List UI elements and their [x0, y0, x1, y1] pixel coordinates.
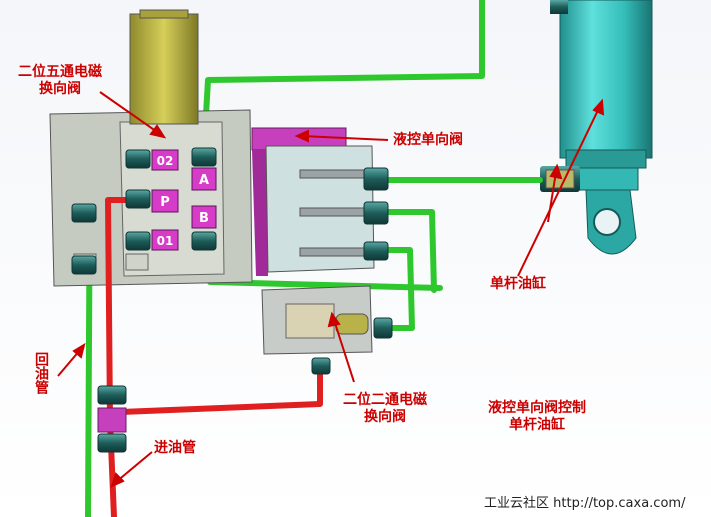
label-pilot-check-valve: 液控单向阀	[393, 132, 463, 148]
label-2way-valve: 二位二通电磁 换向阀	[343, 392, 427, 425]
pipe-fittings	[71, 147, 393, 453]
svg-text:02: 02	[157, 154, 174, 168]
label-return-pipe: 回油管	[33, 352, 49, 394]
svg-text:01: 01	[157, 234, 174, 248]
port-marker-02: 02	[151, 149, 179, 171]
svg-text:P: P	[160, 195, 170, 210]
caption: 液控单向阀控制 单杆油缸	[488, 400, 586, 433]
svg-text:A: A	[199, 173, 209, 188]
port-marker-A: A	[191, 167, 217, 191]
label-inlet-pipe: 进油管	[154, 440, 196, 456]
label-5way-valve: 二位五通电磁 换向阀	[18, 64, 102, 97]
footer-watermark: 工业云社区 http://top.caxa.com/	[484, 496, 686, 511]
port-marker-01: 01	[151, 229, 179, 251]
pilot-check-valve	[251, 127, 375, 276]
svg-text:B: B	[199, 211, 209, 226]
port-marker-B: B	[191, 205, 217, 229]
pressure-line	[105, 197, 323, 517]
two-way-valve	[261, 285, 373, 355]
annotation-arrows	[57, 91, 605, 488]
tee-connector	[97, 407, 127, 433]
cylinder	[540, 0, 653, 255]
label-single-rod-cylinder: 单杆油缸	[490, 276, 546, 292]
port-marker-P: P	[151, 189, 179, 213]
valve-manifold	[49, 9, 253, 287]
